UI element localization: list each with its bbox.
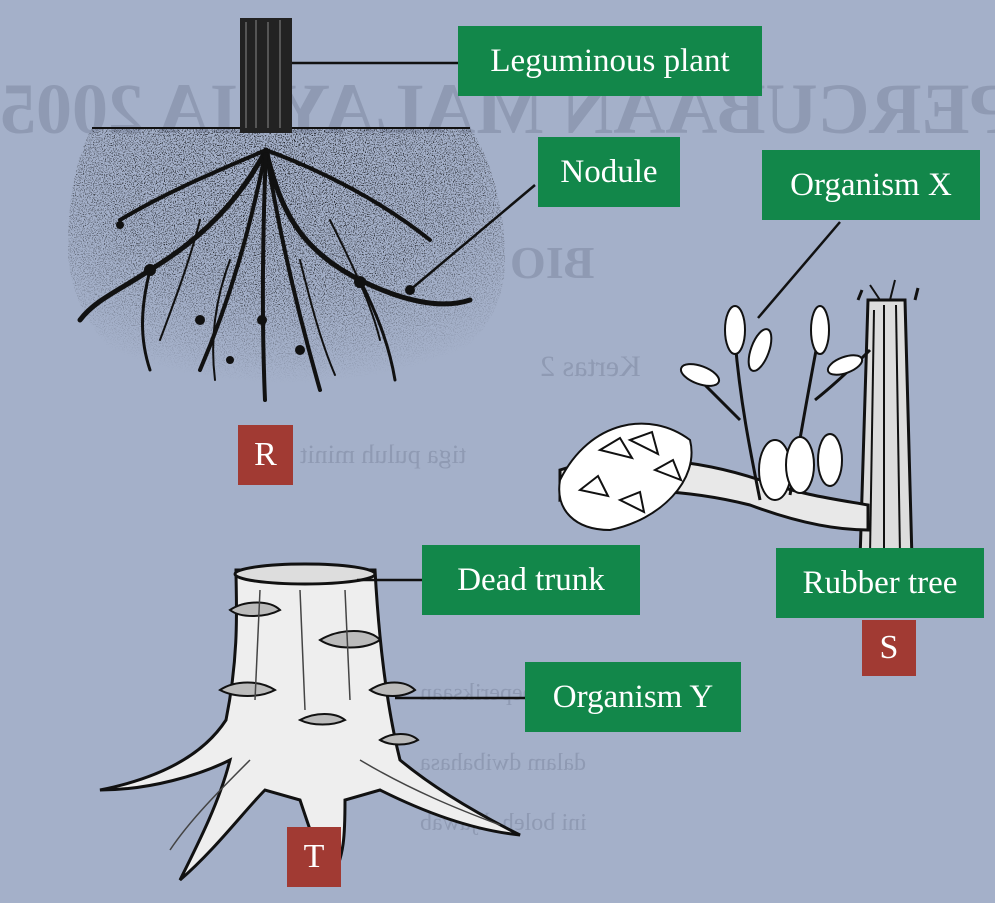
rubber-tree-label: Rubber tree bbox=[776, 548, 984, 618]
dead-trunk-drawing bbox=[99, 562, 521, 883]
leguminous-plant-label: Leguminous plant bbox=[458, 26, 762, 96]
organism-x-label: Organism X bbox=[762, 150, 980, 220]
leader-lines bbox=[292, 61, 841, 700]
dead-trunk-label: Dead trunk bbox=[422, 545, 640, 615]
leader-line-nodule bbox=[409, 184, 536, 291]
tag-s: S bbox=[862, 620, 916, 676]
tag-t: T bbox=[287, 827, 341, 887]
tag-r: R bbox=[238, 425, 293, 485]
nodule-label: Nodule bbox=[538, 137, 680, 207]
organism-y-label: Organism Y bbox=[525, 662, 741, 732]
rubber-tree-drawing bbox=[558, 279, 920, 562]
leguminous-plant-drawing bbox=[68, 18, 505, 412]
leader-line-organism-x bbox=[757, 221, 841, 319]
